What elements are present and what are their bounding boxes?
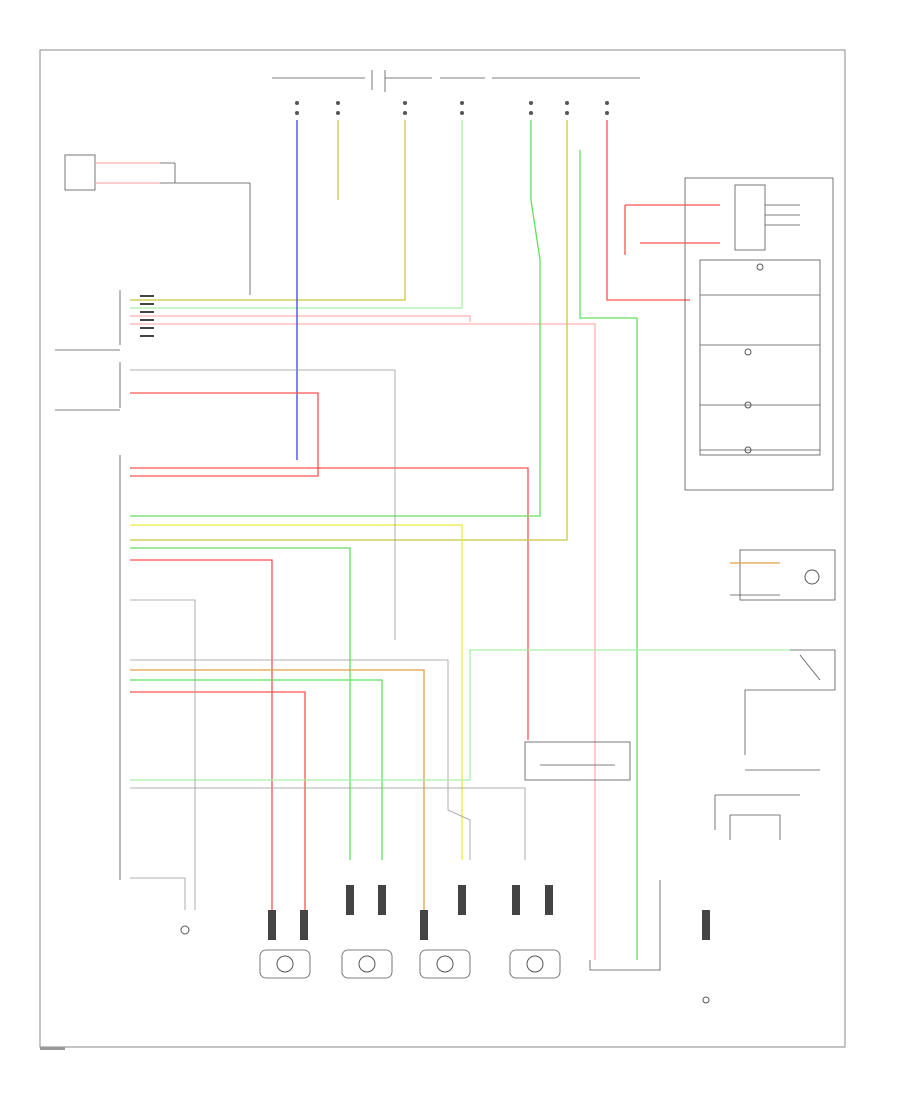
ground-left [180,925,190,935]
right-switches [714,549,836,840]
speaker-left-rear [341,885,393,979]
diagram-frame [39,49,846,1048]
fuse-symbols [295,101,609,115]
speaker-row [259,885,561,979]
combination-meter [624,177,834,491]
page-marker [40,1047,65,1050]
speaker-right-front [509,885,561,979]
relay-box [524,741,661,971]
fuse-headers [272,70,640,92]
speaker-right-rear [419,885,471,979]
switch-top-left [64,154,251,295]
wires [95,120,790,960]
speaker-left-front [259,910,311,979]
left-modules [55,290,121,880]
pin-marks [140,295,154,337]
ground-right [702,910,710,1004]
